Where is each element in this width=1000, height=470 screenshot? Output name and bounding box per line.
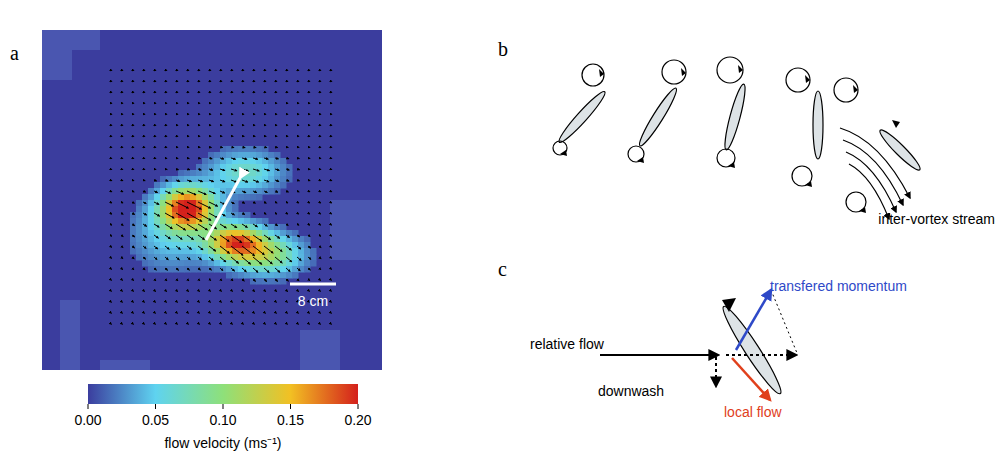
axis-label: 8 cm: [298, 294, 328, 309]
axis-label: 0.00: [74, 413, 101, 428]
annotation: local flow: [724, 405, 782, 420]
annotation: inter-vortex stream: [878, 212, 995, 227]
axis-label: flow velocity (ms⁻¹): [164, 436, 281, 451]
axis-label: 0.20: [344, 413, 371, 428]
scale-bar: [290, 283, 336, 286]
piv-field: [42, 30, 382, 370]
vortex-sequence: [553, 57, 923, 219]
axis-label: 0.15: [277, 413, 304, 428]
velocity-vectors: [110, 70, 332, 324]
colorbar: [88, 384, 358, 404]
axis-label: 0.05: [142, 413, 169, 428]
annotation: downwash: [598, 384, 664, 399]
panel-letter: c: [498, 258, 507, 280]
panel-letter: b: [498, 38, 508, 60]
colorbar-ticks: [88, 404, 358, 409]
panel-letter: a: [10, 42, 19, 64]
axis-label: 0.10: [209, 413, 236, 428]
plate-marker: [206, 178, 240, 240]
annotation: transfered momentum: [770, 279, 907, 294]
annotation: relative flow: [530, 337, 604, 352]
